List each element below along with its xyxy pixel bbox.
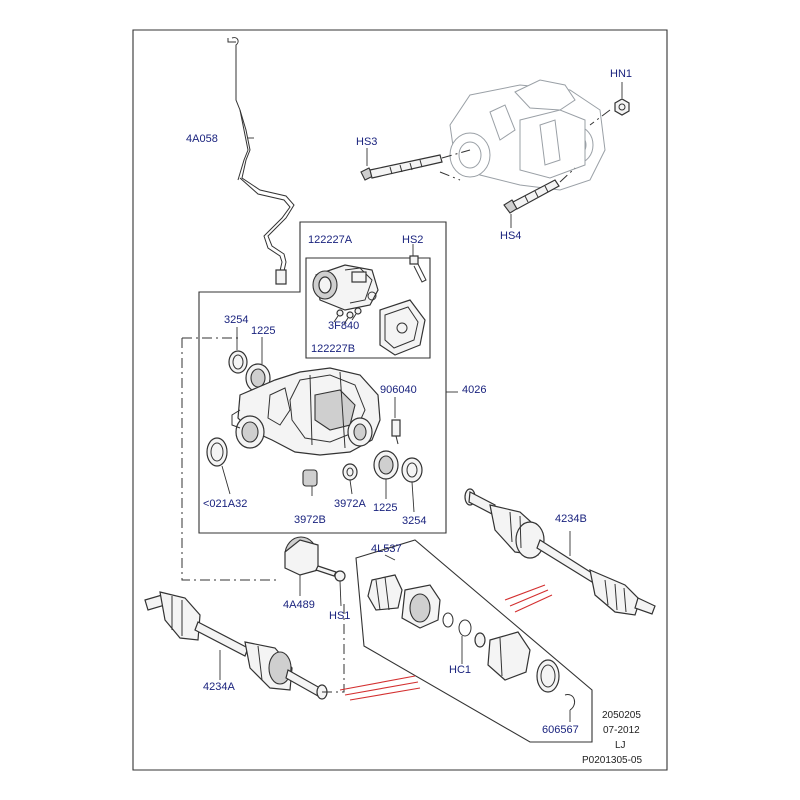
callout-1225-top: 1225 — [251, 325, 276, 337]
callout-122227b: 122227B — [311, 343, 356, 355]
bolt-hs1 — [315, 565, 346, 582]
red-reference-lines — [339, 584, 553, 701]
screws-3f840 — [333, 307, 362, 325]
callout-906040: 906040 — [380, 384, 417, 396]
actuator-subframe — [305, 257, 431, 359]
callout-4234b: 4234B — [555, 513, 587, 525]
actuator-motor — [312, 264, 379, 311]
callout-3254-top: 3254 — [224, 314, 249, 326]
callout-hs3: HS3 — [356, 136, 378, 148]
callout-hc1: HC1 — [449, 664, 472, 676]
actuator-cover — [379, 299, 426, 356]
clamp-ring — [536, 659, 560, 693]
callout-1225-bottom: 1225 — [373, 502, 398, 514]
callout-hs1: HS1 — [329, 610, 351, 622]
bearing-1225-right — [373, 450, 399, 480]
callout-hs2: HS2 — [402, 234, 424, 246]
callout-4a489: 4A489 — [283, 599, 315, 611]
differential-housing — [231, 367, 381, 456]
diagram-frame — [132, 29, 668, 771]
stamp-reference: P0201305-05 — [582, 755, 643, 766]
cv-kit-frame — [355, 539, 593, 743]
stamp-code: 2050205 — [602, 710, 641, 721]
breather-pipe — [231, 37, 295, 281]
callout-3254-bottom: 3254 — [402, 515, 427, 527]
callout-122227a: 122227A — [308, 234, 353, 246]
bolt-hs3 — [360, 154, 443, 181]
rear-differential-ghost — [449, 79, 606, 191]
callout-hn1: HN1 — [610, 68, 633, 80]
seal-3254-right — [401, 457, 423, 483]
callout-021a32: <021A32 — [203, 498, 248, 510]
seal-3254-left — [228, 350, 248, 374]
breather-fitting-906040 — [391, 419, 401, 445]
cv-boot-large — [401, 584, 441, 629]
callout-3972b: 3972B — [294, 514, 326, 526]
cv-boot-small — [367, 574, 403, 611]
stamp-date: 07-2012 — [603, 725, 640, 736]
stamp-initials: LJ — [615, 740, 626, 751]
bush-3972a — [342, 463, 358, 481]
driveshaft-4234a — [144, 591, 328, 700]
callout-3972a: 3972A — [334, 498, 366, 510]
callout-hs4: HS4 — [500, 230, 522, 242]
nut-hn1 — [614, 98, 630, 116]
callout-4l537: 4L537 — [371, 543, 402, 555]
seal-021a32 — [206, 437, 228, 467]
mount-4a489 — [284, 536, 319, 576]
callout-4026: 4026 — [462, 384, 487, 396]
cv-joint-boot — [487, 631, 531, 681]
callout-4a058: 4A058 — [186, 133, 218, 145]
bolt-hs4 — [503, 179, 560, 214]
sensor-hs2 — [409, 255, 427, 283]
callout-606567: 606567 — [542, 724, 579, 736]
circlip-hc1 — [442, 612, 486, 648]
callout-3f840: 3F840 — [328, 320, 360, 332]
bush-3972b — [302, 469, 318, 487]
driveshaft-4234b — [464, 488, 656, 616]
differential-assembly-frame — [198, 221, 447, 534]
callout-4234a: 4234A — [203, 681, 235, 693]
circlip-606567 — [564, 694, 576, 711]
